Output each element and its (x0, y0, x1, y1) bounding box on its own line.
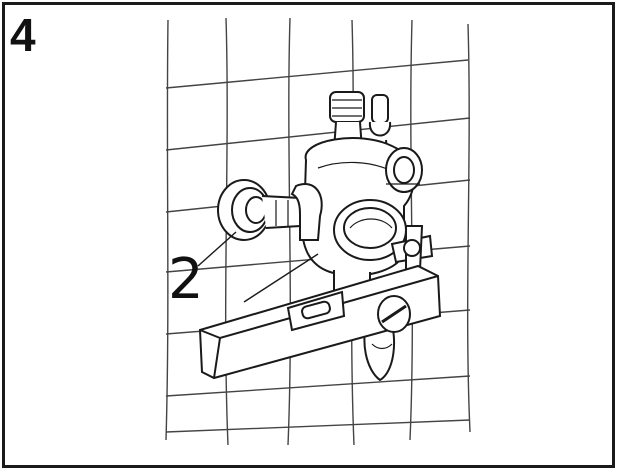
callout-leader-lines (197, 231, 319, 303)
callout-label: 2 (168, 247, 204, 312)
spirit-level-icon (198, 264, 442, 380)
step-number: 4 (10, 9, 36, 61)
instruction-frame (2, 2, 615, 468)
